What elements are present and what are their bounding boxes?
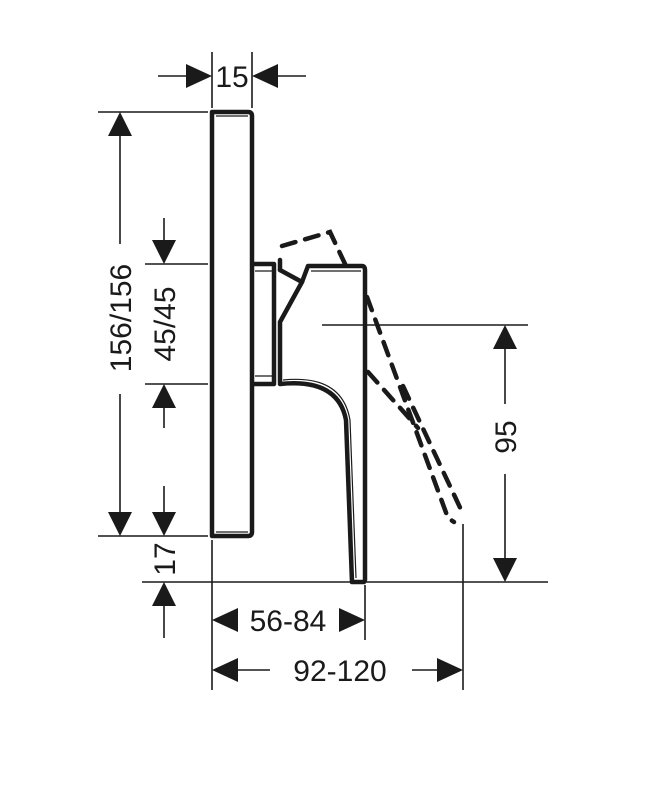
dimension-bottom-offset: 17 <box>149 486 182 638</box>
dim-label-156: 156/156 <box>105 264 138 372</box>
extension-lines <box>98 52 548 690</box>
dimension-lever-drop: 95 <box>490 325 523 582</box>
dimension-body-height: 45/45 <box>149 218 182 428</box>
dim-label-17: 17 <box>149 542 182 575</box>
dim-label-95: 95 <box>490 420 523 453</box>
dim-label-56-84: 56-84 <box>250 605 327 638</box>
lever-rotated-outline <box>279 229 467 525</box>
dim-label-15: 15 <box>215 61 248 94</box>
dimension-plate-depth: 15 <box>158 61 306 94</box>
dimension-lever-reach: 56-84 <box>212 605 365 638</box>
mixer-body <box>250 257 283 387</box>
dimension-plate-height: 156/156 <box>105 112 138 536</box>
dim-label-92-120: 92-120 <box>293 655 386 688</box>
lever-handle <box>277 263 368 585</box>
dim-label-45: 45/45 <box>149 286 182 361</box>
dimension-lever-reach-open: 92-120 <box>212 655 463 688</box>
wall-plate <box>209 109 255 539</box>
